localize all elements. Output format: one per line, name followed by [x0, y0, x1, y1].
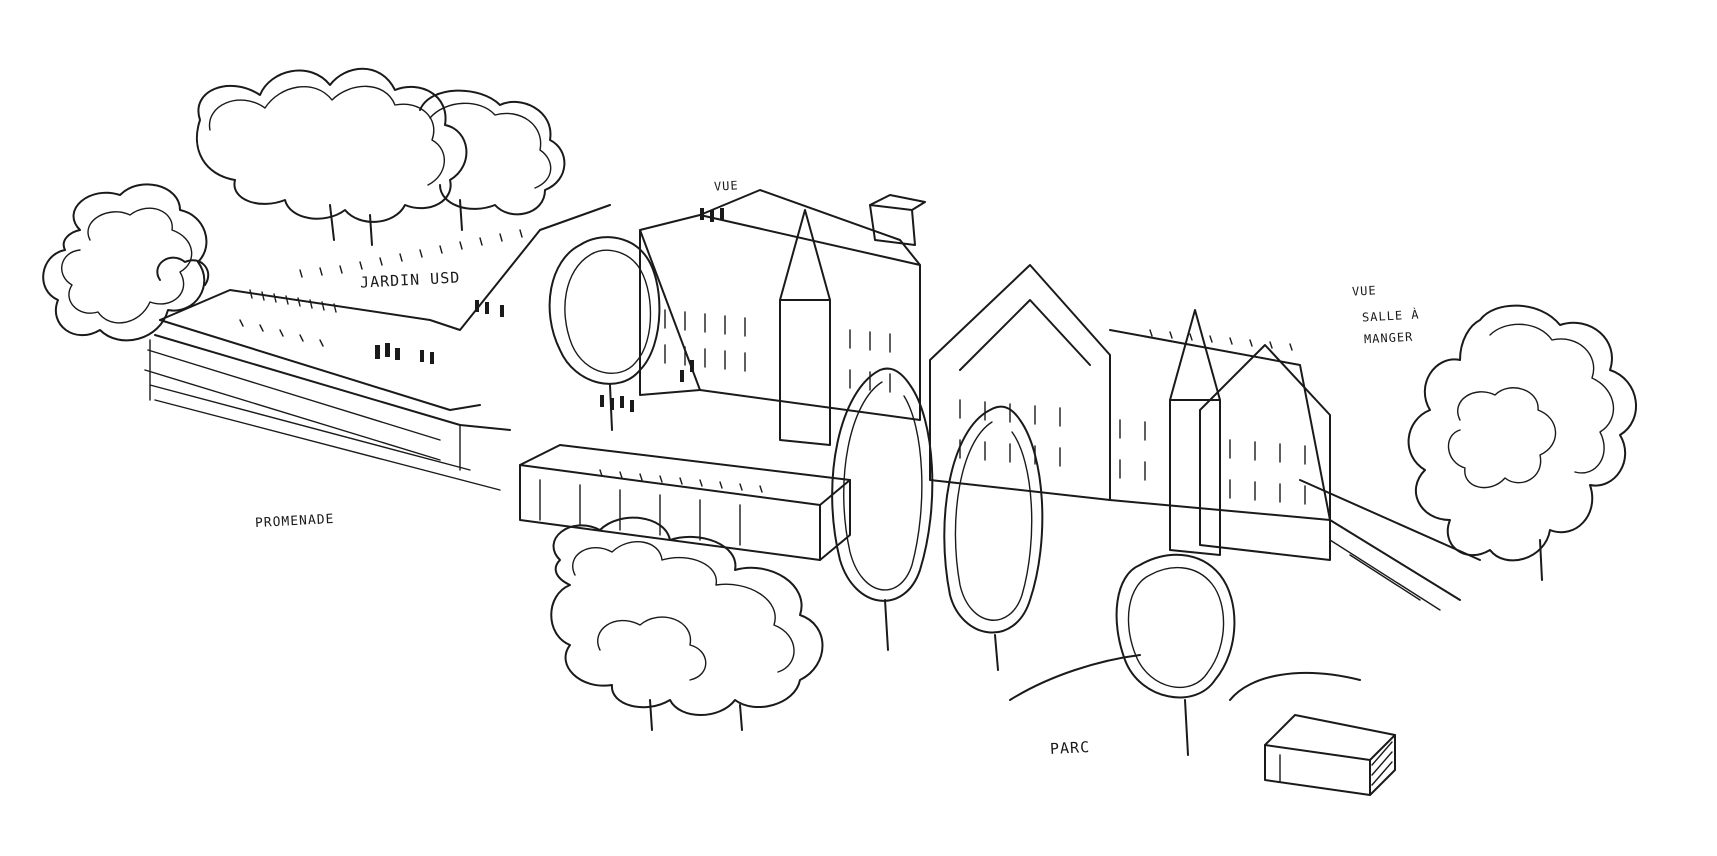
tree-cypress-2 [943, 405, 1044, 671]
label-parc: PARC [1049, 737, 1091, 759]
tree-cluster-bottom [550, 516, 824, 731]
label-salle-line1: SALLE À [1361, 307, 1420, 325]
main-building [639, 189, 1331, 561]
tree-bottom-right [1115, 553, 1236, 756]
landscape-paths [1009, 479, 1481, 701]
tree-cluster-top-left [195, 67, 566, 246]
label-salle-line2: MANGER [1363, 329, 1414, 347]
label-vue-right: VUE [1351, 283, 1378, 299]
tree-left [42, 183, 210, 342]
jardin-plaza [144, 204, 611, 491]
label-vue-top: VUE [713, 178, 740, 194]
tree-cypress-1 [831, 367, 934, 651]
grass-hatching [239, 229, 1293, 493]
tree-cluster-right [1407, 304, 1637, 581]
tree-oval-center-left [548, 236, 661, 431]
small-shed [1264, 714, 1396, 796]
lower-building [519, 444, 851, 561]
